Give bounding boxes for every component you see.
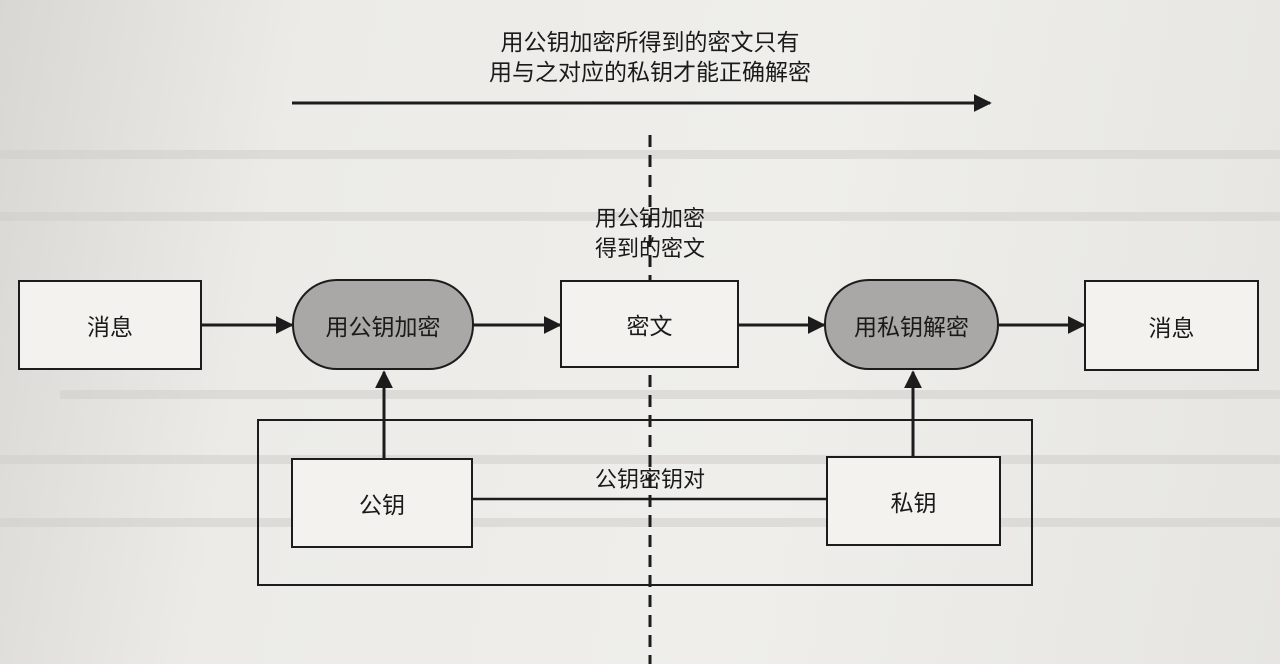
decrypt-process: 用私钥解密 xyxy=(824,279,999,370)
private-key-box: 私钥 xyxy=(826,456,1001,546)
top-caption-line1: 用公钥加密所得到的密文只有 xyxy=(500,30,800,56)
public-key-box: 公钥 xyxy=(291,458,473,548)
bleed-through-line xyxy=(0,150,1280,159)
public-key-label: 公钥 xyxy=(359,493,405,519)
message-box-left: 消息 xyxy=(18,280,202,370)
top-caption-line2: 用与之对应的私钥才能正确解密 xyxy=(489,60,811,86)
private-key-label: 私钥 xyxy=(890,491,937,517)
bleed-through-line xyxy=(0,212,1280,221)
message-right-label: 消息 xyxy=(1148,315,1195,342)
key-pair-frame xyxy=(257,419,1033,586)
top-caption: 用公钥加密所得到的密文只有 用与之对应的私钥才能正确解密 xyxy=(400,28,900,88)
message-box-right: 消息 xyxy=(1084,280,1259,371)
encrypt-label: 用公钥加密 xyxy=(325,314,441,341)
middle-caption: 用公钥加密 得到的密文 xyxy=(560,205,740,265)
middle-caption-line1: 用公钥加密 xyxy=(594,207,705,232)
key-pair-label: 公钥密钥对 xyxy=(594,468,705,493)
ciphertext-box: 密文 xyxy=(560,280,739,368)
bleed-through-line xyxy=(0,518,1280,527)
decrypt-label: 用私钥解密 xyxy=(854,314,969,341)
middle-caption-line2: 得到的密文 xyxy=(594,237,705,262)
encrypt-process: 用公钥加密 xyxy=(292,279,474,370)
ciphertext-label: 密文 xyxy=(626,314,673,340)
message-left-label: 消息 xyxy=(87,315,133,341)
bleed-through-line xyxy=(0,455,1280,464)
bleed-through-line xyxy=(60,390,1280,399)
